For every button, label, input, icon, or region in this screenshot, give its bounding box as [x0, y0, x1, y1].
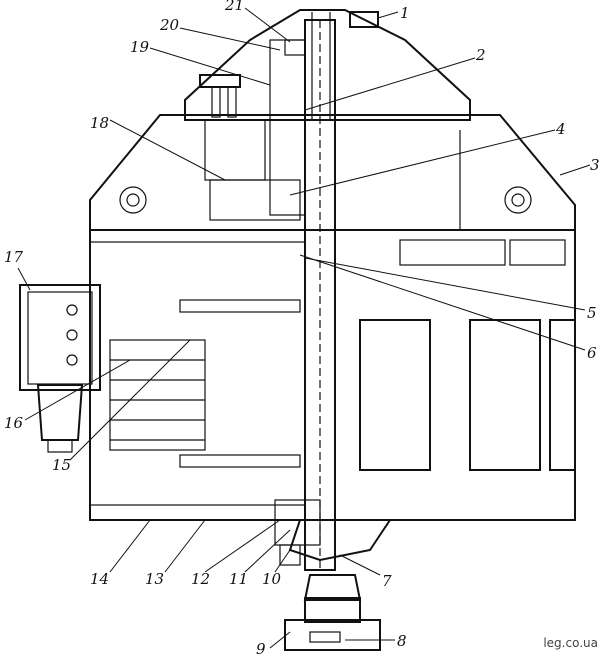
callout-11: 11: [229, 570, 248, 588]
leader-lines: [17, 7, 591, 649]
callout-4: 4: [555, 120, 566, 138]
stator-housing: [334, 229, 576, 521]
callout-8: 8: [397, 632, 407, 650]
callout-labels: 1 2 3 4 5 6 7 8 9 10 11 12 13 14 15 16 1…: [4, 0, 600, 658]
callout-7: 7: [382, 572, 392, 590]
callout-3: 3: [590, 156, 600, 174]
callout-6: 6: [587, 344, 597, 362]
callout-17: 17: [4, 248, 24, 266]
terminal-box: [19, 284, 101, 453]
callout-20: 20: [159, 16, 180, 34]
lower-bearing-assembly: [274, 499, 392, 566]
callout-14: 14: [90, 570, 109, 588]
coupling: [284, 574, 381, 651]
watermark: leg.co.ua: [543, 636, 598, 650]
callout-18: 18: [90, 114, 109, 132]
callout-9: 9: [256, 640, 266, 658]
upper-frame: [89, 114, 576, 231]
callout-1: 1: [400, 4, 410, 22]
callout-15: 15: [52, 456, 71, 474]
callout-10: 10: [262, 570, 282, 588]
callout-19: 19: [130, 38, 150, 56]
callout-13: 13: [145, 570, 164, 588]
left-frame: [89, 229, 306, 521]
callout-12: 12: [191, 570, 210, 588]
callout-5: 5: [587, 304, 597, 322]
callout-16: 16: [4, 414, 24, 432]
callout-2: 2: [475, 46, 486, 64]
callout-21: 21: [224, 0, 244, 14]
upper-bearing-assembly: [199, 39, 306, 221]
